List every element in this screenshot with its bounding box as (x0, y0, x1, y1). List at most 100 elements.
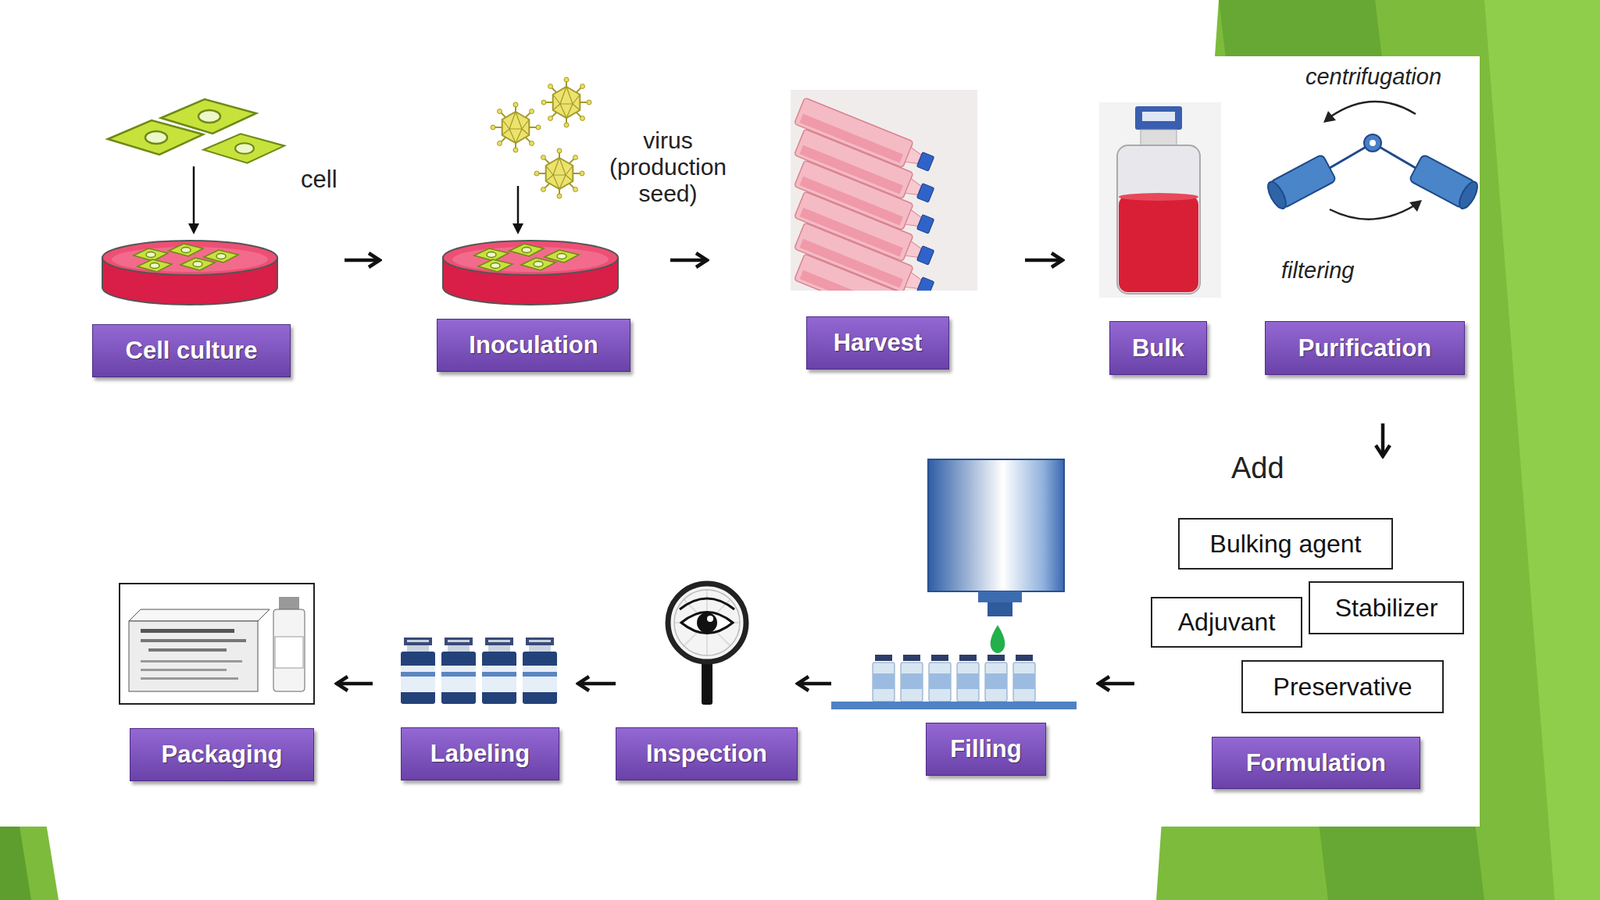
slide-decoration (1484, 0, 1600, 900)
bulk-bottle-photo (1117, 145, 1200, 294)
process-step: Cell culture (85, 101, 345, 383)
step-label: Inoculation (436, 318, 631, 372)
filling-machine (928, 654, 951, 702)
cell-illustration (133, 248, 168, 261)
filling-machine (990, 625, 1006, 654)
ingredient-box: Bulking agent (1178, 517, 1393, 570)
centrifuge-symbol (1264, 153, 1336, 211)
step-label: Packaging (129, 728, 315, 782)
step-label: Formulation (1211, 736, 1421, 790)
step-label: Bulk (1109, 321, 1208, 375)
centrifuge-symbol (1264, 101, 1481, 220)
process-step: Inoculation (379, 78, 671, 379)
inoculation-illustration (512, 223, 524, 235)
cell-illustration (180, 257, 215, 271)
package-photo (148, 648, 227, 652)
ingredient-box: Preservative (1241, 660, 1444, 714)
ingredient-box: Stabilizer (1308, 581, 1465, 635)
centrifuge-symbol (1409, 153, 1482, 211)
inspection-magnifier (696, 612, 718, 633)
process-step: Inspection (615, 578, 798, 786)
process-step: Packaging (117, 578, 337, 786)
package-photo (275, 636, 304, 668)
bulk-bottle-photo (1099, 102, 1222, 298)
process-note: filtering (1281, 257, 1407, 284)
ingredient-label: Adjuvant (1178, 607, 1276, 637)
bulk-bottle-photo (1099, 102, 1222, 298)
inspection-magnifier (674, 589, 740, 656)
flow-arrow (1381, 423, 1386, 457)
bulk-bottle-photo (1135, 106, 1183, 130)
ingredient-label: Stabilizer (1335, 593, 1439, 623)
step-label: Labeling (400, 727, 560, 781)
process-step: Filling (831, 453, 1099, 786)
ingredient-label: Bulking agent (1210, 529, 1362, 559)
bulk-bottle-photo (1118, 192, 1199, 201)
centrifuge-symbol (1264, 178, 1290, 211)
inoculation-illustration (478, 259, 513, 272)
step-label: Filling (925, 722, 1047, 776)
flow-arrow (1098, 682, 1135, 686)
package-photo (128, 609, 270, 622)
process-step: Labeling (372, 578, 579, 786)
filling-machine (831, 701, 1077, 710)
process-step: Formulation Bulking agentAdjuvant Stabiliz… (1134, 456, 1477, 793)
ingredient-label: Preservative (1273, 672, 1413, 702)
bulk-bottle-photo (1142, 111, 1175, 122)
labeled-vials (400, 637, 558, 704)
flow-arrow (578, 682, 616, 686)
process-note: centrifugation (1279, 64, 1468, 90)
package-photo (128, 621, 258, 692)
labeled-vials (522, 637, 558, 704)
filling-machine (985, 654, 1008, 702)
inoculation-illustration (490, 102, 541, 153)
cell-illustration (102, 240, 278, 305)
flask-photo (790, 89, 978, 291)
centrifuge-symbol (1364, 134, 1382, 152)
filling-machine (831, 459, 1077, 710)
cell-illustration (137, 259, 172, 272)
centrifuge-symbol (1329, 101, 1416, 118)
cell-illustration (203, 133, 285, 163)
package-photo (140, 660, 243, 663)
flow-arrow (797, 682, 832, 686)
cell-illustration (192, 166, 196, 225)
centrifuge-symbol (1456, 178, 1482, 211)
filling-machine (900, 654, 923, 702)
inoculation-illustration (517, 185, 520, 225)
flow-arrow (344, 258, 380, 263)
package-photo (140, 668, 227, 672)
package-photo (140, 639, 247, 643)
flow-arrow (670, 258, 708, 263)
bulk-bottle-photo (1140, 129, 1177, 146)
package-photo (119, 583, 315, 704)
inoculation-illustration (521, 257, 556, 271)
inspection-magnifier (674, 589, 740, 656)
flask-photo (794, 253, 937, 291)
inspection-magnifier (679, 598, 735, 610)
virus-label: virus (production seed) (593, 127, 743, 208)
centrifuge-symbol (1369, 139, 1376, 147)
add-label: Add (1231, 451, 1318, 486)
centrifuge-symbol (1323, 110, 1336, 123)
inspection-magnifier (667, 583, 747, 662)
process-step: Harvest (707, 85, 1025, 379)
filling-machine (872, 654, 895, 702)
inspection-magnifier (701, 660, 713, 705)
centrifuge-symbol (1409, 200, 1422, 212)
cell-illustration (102, 99, 285, 305)
cell-illustration (160, 99, 257, 134)
inoculation-illustration (474, 248, 509, 261)
filling-machine (987, 602, 1013, 617)
content-panel (0, 56, 1480, 827)
labeled-vials (400, 637, 436, 704)
package-photo (119, 583, 315, 704)
inspection-magnifier (707, 615, 714, 622)
process-step: Bulk (1062, 97, 1227, 379)
centrifuge-symbol (1329, 204, 1416, 220)
